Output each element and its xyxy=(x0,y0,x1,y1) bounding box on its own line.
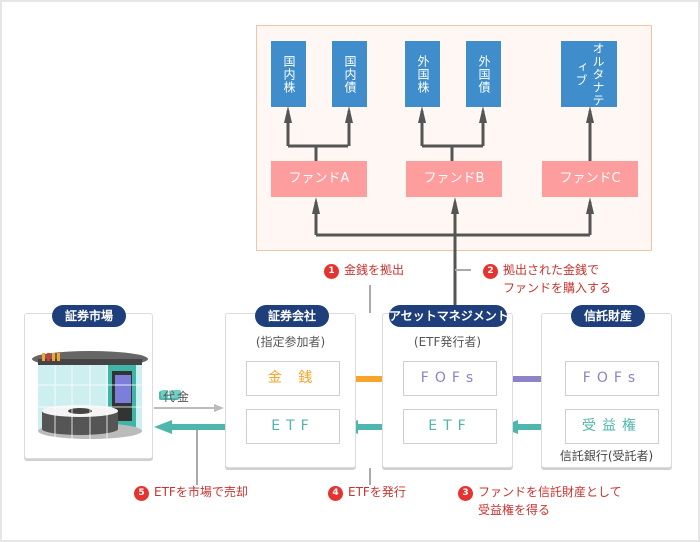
stock-exchange-building-icon xyxy=(32,351,148,439)
step-number-badge: 2 xyxy=(483,264,498,279)
securities-company-subtitle: (指定参加者) xyxy=(255,335,326,349)
step-2-note: 2 拠出された金銭でファンドを購入する xyxy=(483,261,611,297)
step-text: 金銭を拠出 xyxy=(344,263,405,277)
fund-label: ファンドC xyxy=(559,171,621,186)
asset-domestic-stock: 国内株 xyxy=(271,41,306,107)
asset-label: 外国株 xyxy=(416,54,430,94)
money-bill-icon xyxy=(159,390,181,400)
pill-trust-property: 信託財産 xyxy=(571,305,645,327)
step-4-note: 4 ETFを発行 xyxy=(328,483,406,501)
step-number-badge: 4 xyxy=(328,486,343,501)
box-etf-asset-mgmt: ETF xyxy=(403,409,497,444)
step-text: ETFを発行 xyxy=(348,485,406,499)
box-beneficiary-right: 受益権 xyxy=(565,409,659,444)
payment-label: 代金 xyxy=(163,390,192,404)
asset-foreign-bond: 外国債 xyxy=(466,41,501,107)
pill-securities-company: 証券会社 xyxy=(255,305,329,327)
fund-label: ファンドA xyxy=(288,171,350,186)
asset-label: 国内株 xyxy=(282,54,296,94)
pill-securities-market: 証券市場 xyxy=(52,305,126,327)
asset-foreign-stock: 外国株 xyxy=(405,41,440,107)
box-etf-securities: ETF xyxy=(246,409,340,444)
pill-asset-management: アセットマネジメント xyxy=(389,305,509,327)
step-1-note: 1 金銭を拠出 xyxy=(324,261,404,279)
asset-alternative: オルタナティブ xyxy=(561,41,617,107)
step-number-badge: 3 xyxy=(458,486,473,501)
asset-label: 外国債 xyxy=(477,54,491,94)
step-5-note: 5 ETFを市場で売却 xyxy=(134,483,248,501)
step-number-badge: 5 xyxy=(134,486,149,501)
step-number-badge: 1 xyxy=(324,264,339,279)
fund-b: ファンドB xyxy=(406,161,502,197)
asset-management-subtitle: (ETF発行者) xyxy=(413,335,482,349)
fund-label: ファンドB xyxy=(423,171,485,186)
trust-bank-caption: 信託銀行(受託者) xyxy=(559,449,654,463)
step-text-line2: ファンドを購入する xyxy=(503,281,612,295)
asset-domestic-bond: 国内債 xyxy=(332,41,367,107)
step-3-note: 3 ファンドを信託財産として受益権を得る xyxy=(458,483,622,519)
step-text-line2: 受益権を得る xyxy=(478,503,551,517)
box-fofs-asset-mgmt: FOFs xyxy=(403,361,497,396)
step-text: ファンドを信託財産として xyxy=(478,485,622,499)
box-money: 金 銭 xyxy=(246,361,340,396)
fund-c: ファンドC xyxy=(542,161,638,197)
fund-a: ファンドA xyxy=(271,161,367,197)
asset-label: オルタナティブ xyxy=(574,41,605,107)
step-text: ETFを市場で売却 xyxy=(154,485,248,499)
box-fofs-trust: FOFs xyxy=(565,361,659,396)
step-text: 拠出された金銭で xyxy=(503,263,600,277)
asset-label: 国内債 xyxy=(343,54,357,94)
